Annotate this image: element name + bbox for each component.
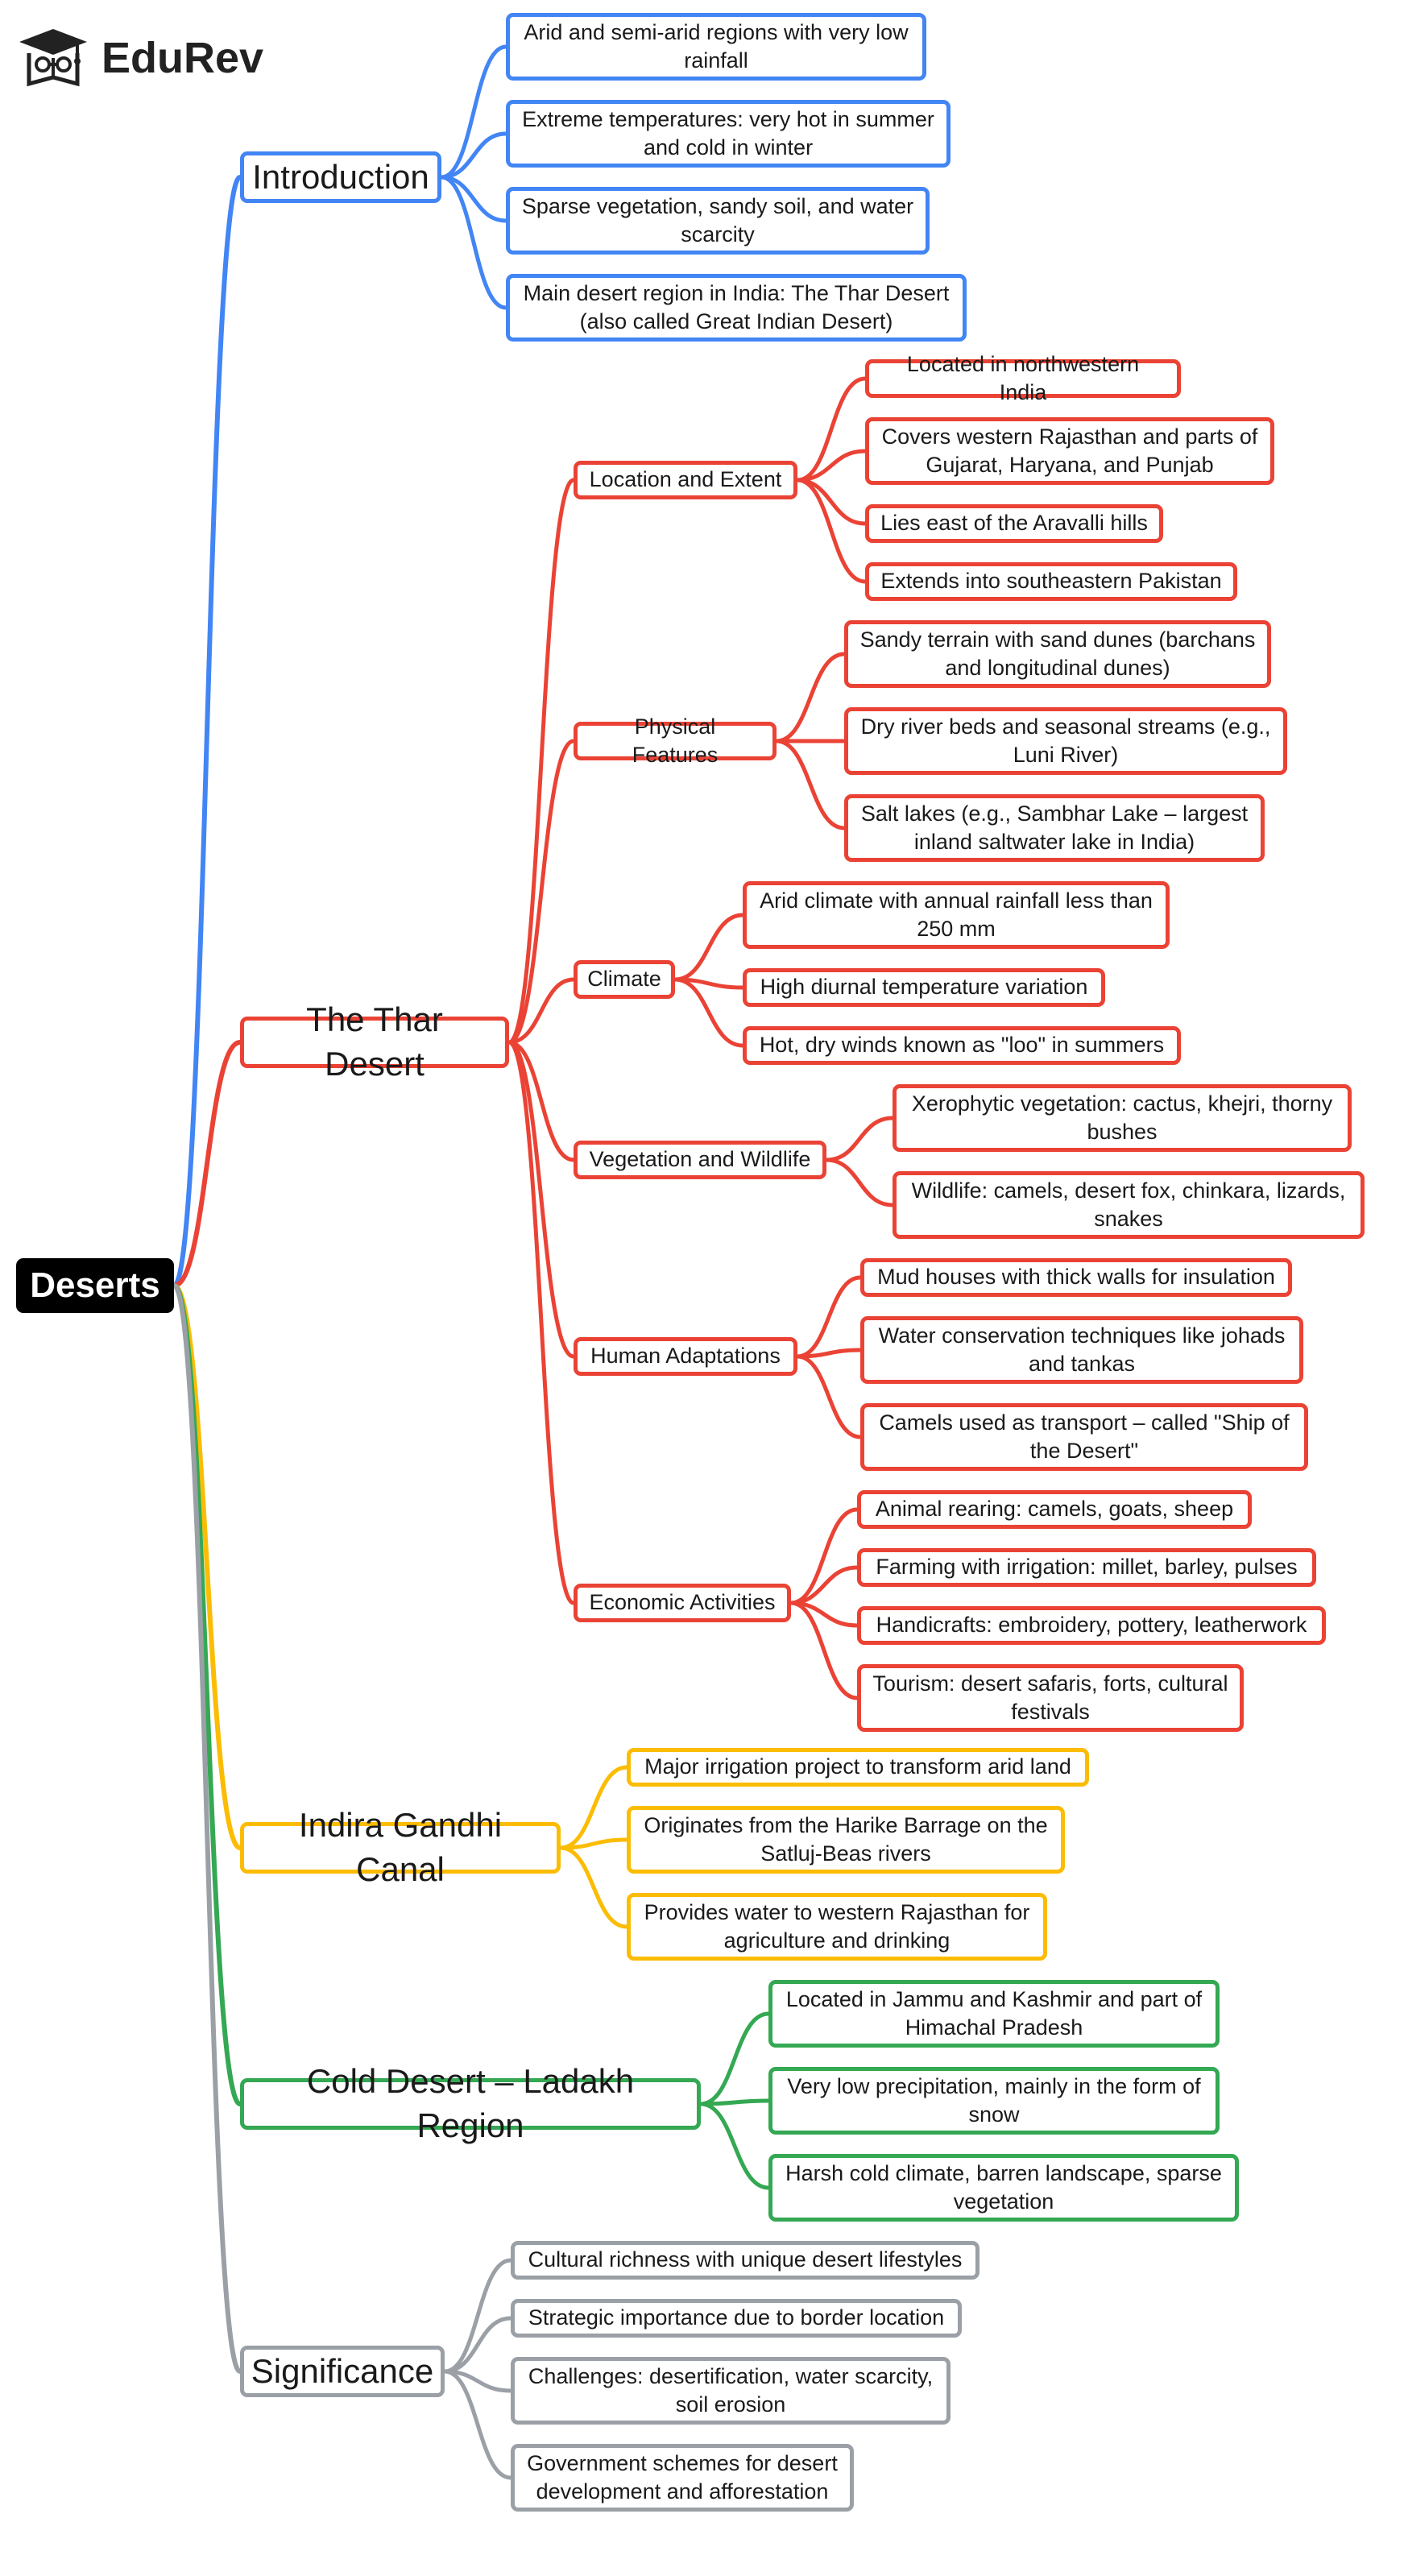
- node-indira-gandhi-canal: Indira Gandhi Canal: [240, 1806, 561, 1888]
- node-introduction: Introduction: [240, 151, 441, 203]
- vegetation-point-2: Wildlife: camels, desert fox, chinkara, …: [893, 1171, 1365, 1239]
- thar-human-adaptations: Human Adaptations: [574, 1337, 797, 1376]
- cold-point-3: Harsh cold climate, barren landscape, sp…: [768, 2154, 1239, 2222]
- connector-canal-point-2: [560, 1837, 627, 1850]
- connector-thar-economic-activities: [507, 1040, 575, 1605]
- intro-point-1: Arid and semi-arid regions with very low…: [506, 13, 926, 81]
- connector-thar-climate: [508, 977, 574, 1045]
- thar-economic-activities: Economic Activities: [574, 1584, 791, 1622]
- connector-node-cold-desert-ladakh: [172, 1283, 242, 2106]
- connector-human-point-2: [797, 1348, 861, 1359]
- location-point-2: Covers western Rajasthan and parts of Gu…: [865, 417, 1274, 485]
- climate-point-3: Hot, dry winds known as "loo" in summers: [743, 1026, 1181, 1065]
- intro-point-2: Extreme temperatures: very hot in summer…: [506, 100, 950, 168]
- intro-point-3: Sparse vegetation, sandy soil, and water…: [506, 187, 930, 255]
- thar-location-and-extent: Location and Extent: [574, 461, 797, 499]
- significance-point-3: Challenges: desertification, water scarc…: [511, 2357, 950, 2425]
- economic-point-4: Tourism: desert safaris, forts, cultural…: [857, 1664, 1244, 1732]
- connector-canal-point-1: [560, 1765, 627, 1850]
- connector-physical-point-1: [776, 652, 845, 743]
- connector-location-point-3: [797, 478, 866, 526]
- significance-point-4: Government schemes for desert developmen…: [511, 2444, 854, 2512]
- node-significance: Significance: [240, 2346, 445, 2397]
- connector-location-point-4: [797, 478, 866, 584]
- cold-point-2: Very low precipitation, mainly in the fo…: [768, 2067, 1220, 2135]
- location-point-3: Lies east of the Aravalli hills: [865, 504, 1163, 543]
- human-point-1: Mud houses with thick walls for insulati…: [860, 1258, 1292, 1297]
- canal-point-2: Originates from the Harike Barrage on th…: [627, 1806, 1065, 1874]
- connector-location-point-2: [797, 449, 866, 482]
- connector-intro-point-3: [441, 175, 507, 223]
- climate-point-2: High diurnal temperature variation: [743, 968, 1105, 1007]
- connector-cold-point-2: [700, 2098, 769, 2106]
- connector-human-point-1: [797, 1275, 861, 1359]
- human-point-3: Camels used as transport – called "Ship …: [860, 1403, 1308, 1471]
- connector-significance-point-4: [444, 2369, 511, 2480]
- connector-significance-point-1: [444, 2258, 511, 2374]
- node-thar-desert: The Thar Desert: [240, 1000, 509, 1083]
- significance-point-2: Strategic importance due to border locat…: [511, 2299, 962, 2338]
- economic-point-1: Animal rearing: camels, goats, sheep: [857, 1490, 1252, 1529]
- brand-name: EduRev: [101, 34, 264, 82]
- thar-vegetation-and-wildlife: Vegetation and Wildlife: [574, 1141, 826, 1179]
- connector-significance-point-3: [444, 2369, 511, 2393]
- connector-thar-physical-features: [508, 739, 574, 1045]
- connector-node-introduction: [172, 175, 242, 1288]
- physical-point-1: Sandy terrain with sand dunes (barchans …: [844, 620, 1271, 688]
- edurev-logo: EduRev: [18, 18, 284, 98]
- connector-climate-point-3: [674, 977, 743, 1048]
- connector-intro-point-1: [441, 44, 507, 180]
- human-point-2: Water conservation techniques like johad…: [860, 1316, 1303, 1384]
- node-cold-desert-ladakh: Cold Desert – Ladakh Region: [240, 2062, 701, 2144]
- connector-physical-point-3: [776, 739, 845, 830]
- significance-point-1: Cultural richness with unique desert lif…: [511, 2241, 979, 2280]
- connector-node-significance: [172, 1283, 242, 2374]
- connector-intro-point-4: [441, 175, 507, 310]
- connector-cold-point-1: [700, 2011, 769, 2106]
- connector-thar-vegetation-and-wildlife: [508, 1040, 574, 1162]
- canal-point-1: Major irrigation project to transform ar…: [627, 1748, 1089, 1787]
- location-point-4: Extends into southeastern Pakistan: [865, 562, 1237, 601]
- connector-thar-location-and-extent: [507, 478, 575, 1045]
- connector-thar-human-adaptations: [508, 1040, 574, 1359]
- canal-point-3: Provides water to western Rajasthan for …: [627, 1893, 1047, 1961]
- graduation-cap-book-icon: [19, 29, 87, 87]
- connector-significance-point-2: [444, 2316, 511, 2374]
- connector-intro-point-2: [441, 131, 507, 180]
- connector-vegetation-point-1: [826, 1116, 893, 1162]
- thar-physical-features: Physical Features: [574, 714, 777, 767]
- economic-point-2: Farming with irrigation: millet, barley,…: [857, 1548, 1316, 1587]
- connector-economic-point-1: [790, 1507, 858, 1605]
- location-point-1: Located in northwestern India: [865, 352, 1181, 404]
- intro-point-4: Main desert region in India: The Thar De…: [506, 274, 967, 342]
- connector-climate-point-1: [674, 913, 743, 982]
- connector-location-point-1: [797, 376, 866, 482]
- physical-point-3: Salt lakes (e.g., Sambhar Lake – largest…: [844, 794, 1265, 862]
- climate-point-1: Arid climate with annual rainfall less t…: [743, 881, 1170, 949]
- cold-point-1: Located in Jammu and Kashmir and part of…: [768, 1980, 1220, 2048]
- connector-human-point-3: [797, 1354, 861, 1439]
- root-node-deserts: Deserts: [16, 1258, 174, 1313]
- thar-climate: Climate: [574, 960, 675, 999]
- connector-vegetation-point-2: [826, 1158, 893, 1207]
- connector-canal-point-3: [560, 1845, 627, 1929]
- economic-point-3: Handicrafts: embroidery, pottery, leathe…: [857, 1606, 1326, 1645]
- physical-point-2: Dry river beds and seasonal streams (e.g…: [844, 707, 1287, 775]
- connector-economic-point-2: [790, 1565, 858, 1605]
- connector-economic-point-4: [790, 1601, 858, 1700]
- vegetation-point-1: Xerophytic vegetation: cactus, khejri, t…: [893, 1084, 1352, 1152]
- connector-cold-point-3: [700, 2102, 769, 2190]
- connector-node-thar-desert: [173, 1040, 241, 1288]
